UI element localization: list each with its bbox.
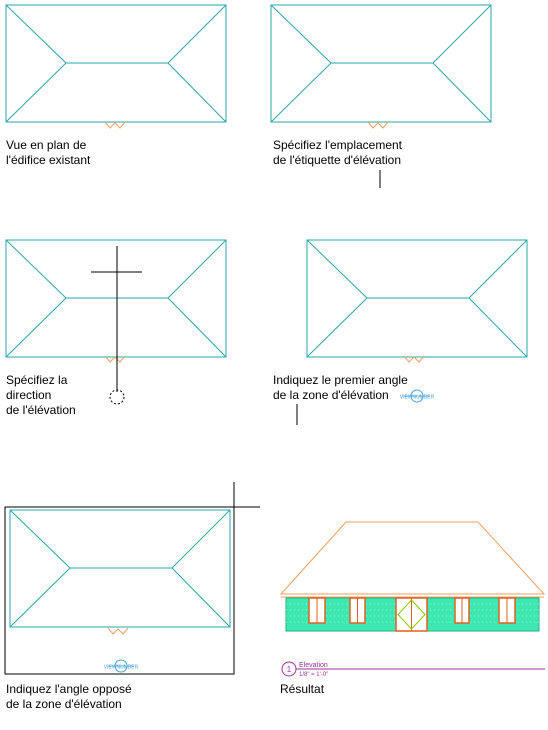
title-name: Elevation (299, 662, 328, 669)
window-3 (454, 597, 470, 624)
door-marker (107, 627, 129, 635)
elevation-roof (279, 521, 546, 595)
roof-plan-outline (306, 239, 528, 358)
door-marker (104, 121, 126, 129)
window-2 (349, 597, 366, 624)
window-1 (308, 597, 326, 624)
entrance-door (395, 597, 428, 632)
caption-step-1: Vue en plan de l'édifice existant (6, 138, 91, 167)
step-5-plan: VIEWNUMBER (4, 482, 260, 675)
caption-step-2: Spécifiez l'emplacement de l'étiquette d… (273, 138, 403, 167)
caption-step-5: Indiquez l'angle opposé de la zone d'élé… (6, 682, 132, 711)
title-scale: 1/8" = 1'-0" (299, 672, 328, 678)
step-3-plan (5, 239, 227, 405)
direction-cursor-circle (109, 389, 125, 405)
roof-plan-outline (270, 4, 492, 123)
view-tag-label: VIEWNUMBER (104, 665, 139, 671)
roof-plan-outline (5, 239, 227, 358)
step-2-plan (270, 4, 492, 188)
view-tag-label: VIEWNUMBER (400, 395, 435, 401)
step-1-plan (5, 4, 227, 129)
window-4 (498, 597, 516, 624)
elevation-title-mark: 1 Elevation 1/8" = 1'-0" (281, 661, 545, 678)
elevation-area-rectangle (4, 506, 235, 675)
roof-plan-outline (9, 509, 231, 628)
caption-step-4: Indiquez le premier angle de la zone d'é… (273, 373, 408, 402)
caption-step-6: Résultat (280, 682, 325, 696)
step-6-elevation: 1 Elevation 1/8" = 1'-0" (279, 521, 546, 678)
title-number: 1 (287, 665, 292, 674)
roof-plan-outline (5, 4, 227, 123)
caption-step-3: Spécifiez la direction de l'élévation (6, 373, 76, 417)
step-4-plan: VIEWNUMBER (296, 239, 528, 425)
door-marker (367, 121, 389, 129)
